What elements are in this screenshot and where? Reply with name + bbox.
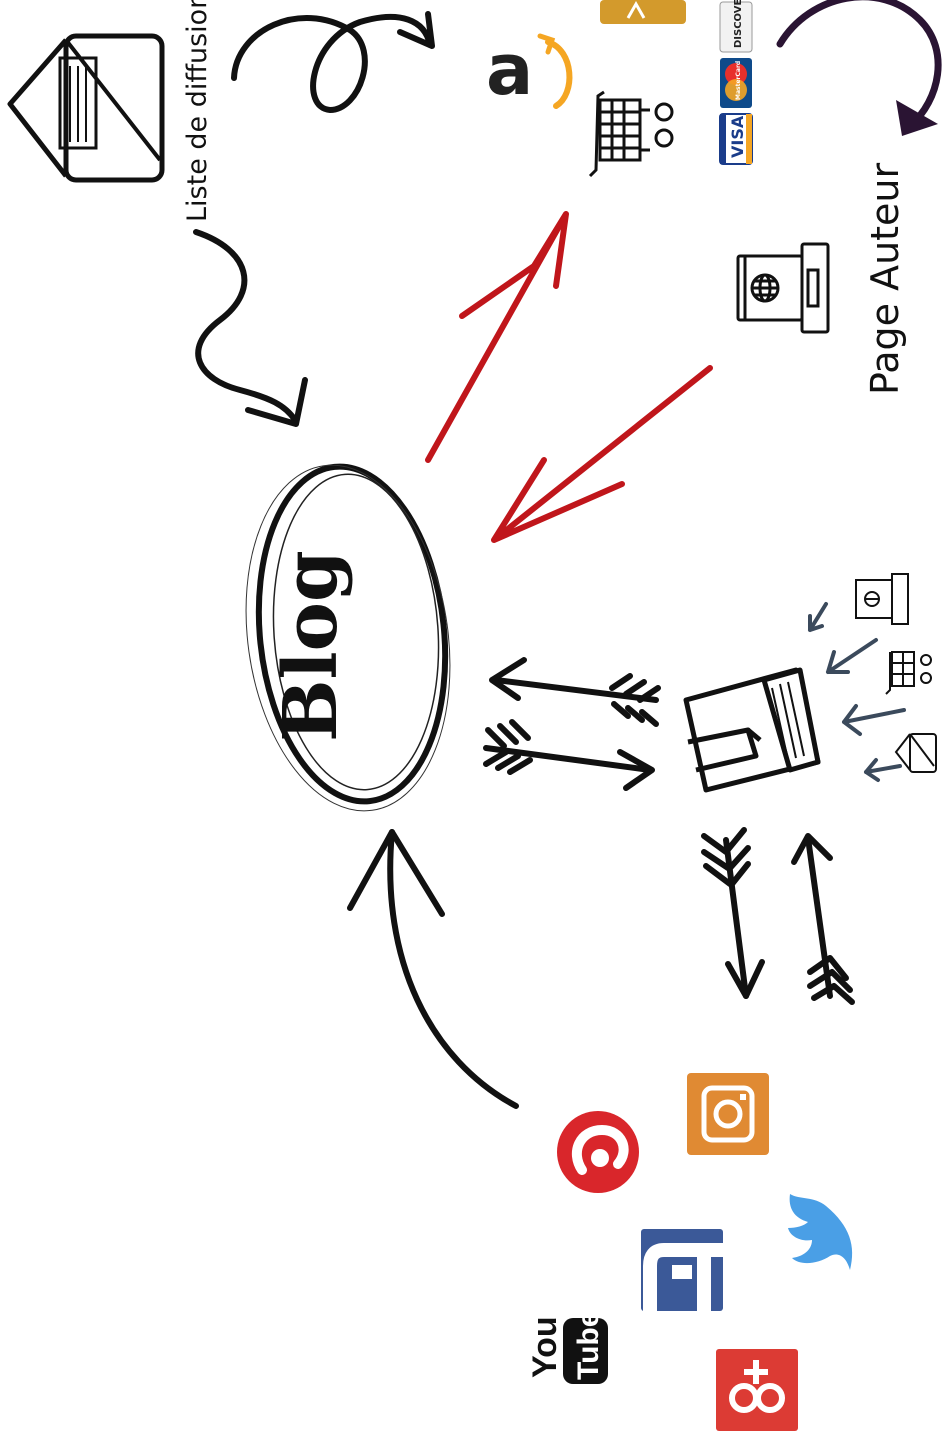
blog-to-store-arrow bbox=[428, 214, 566, 460]
book-vertical-arrows bbox=[704, 830, 852, 1002]
facebook-icon bbox=[641, 1229, 723, 1311]
mailing-list-label: Liste de diffusion bbox=[182, 0, 213, 222]
svg-text:DISCOVER: DISCOVER bbox=[733, 0, 744, 48]
small-input-arrows bbox=[810, 604, 904, 780]
shopping-cart-icon bbox=[590, 92, 672, 176]
svg-text:You: You bbox=[526, 1316, 564, 1378]
svg-text:MasterCard: MasterCard bbox=[735, 61, 742, 100]
author-page-label: Page Auteur bbox=[863, 162, 907, 395]
youtube-icon: You Tube bbox=[526, 1311, 608, 1384]
amazon-icon: a bbox=[486, 29, 569, 111]
svg-text:VISA: VISA bbox=[728, 115, 747, 158]
social-to-blog-arrow bbox=[390, 832, 516, 1106]
twitter-icon bbox=[788, 1194, 852, 1270]
small-cart-icon bbox=[886, 652, 931, 694]
library-icon bbox=[600, 0, 686, 24]
blog-book-arrows bbox=[486, 660, 658, 788]
small-kindle-icon bbox=[856, 574, 908, 624]
blog-hub: Blog bbox=[225, 452, 471, 824]
author-page-to-blog-arrow bbox=[494, 368, 710, 540]
payment-arrow bbox=[780, 0, 938, 126]
svg-text:a: a bbox=[486, 29, 533, 111]
book-icon bbox=[686, 670, 818, 790]
social-arrowhead bbox=[350, 832, 442, 914]
blog-label: Blog bbox=[268, 550, 354, 742]
mailing-list-to-blog-arrow bbox=[196, 232, 295, 420]
envelope-icon bbox=[10, 36, 162, 180]
instagram-icon bbox=[687, 1073, 769, 1155]
kindle-reader-icon bbox=[738, 244, 828, 332]
visa-card-icon: VISA bbox=[720, 114, 752, 164]
rss-icon bbox=[557, 1111, 639, 1193]
google-plus-icon bbox=[716, 1349, 798, 1431]
payment-arrowhead bbox=[896, 100, 938, 136]
svg-text:Tube: Tube bbox=[572, 1311, 605, 1380]
discover-card-icon: DISCOVER bbox=[720, 0, 752, 52]
mastercard-icon: MasterCard bbox=[720, 58, 752, 108]
small-envelope-icon bbox=[896, 734, 936, 772]
